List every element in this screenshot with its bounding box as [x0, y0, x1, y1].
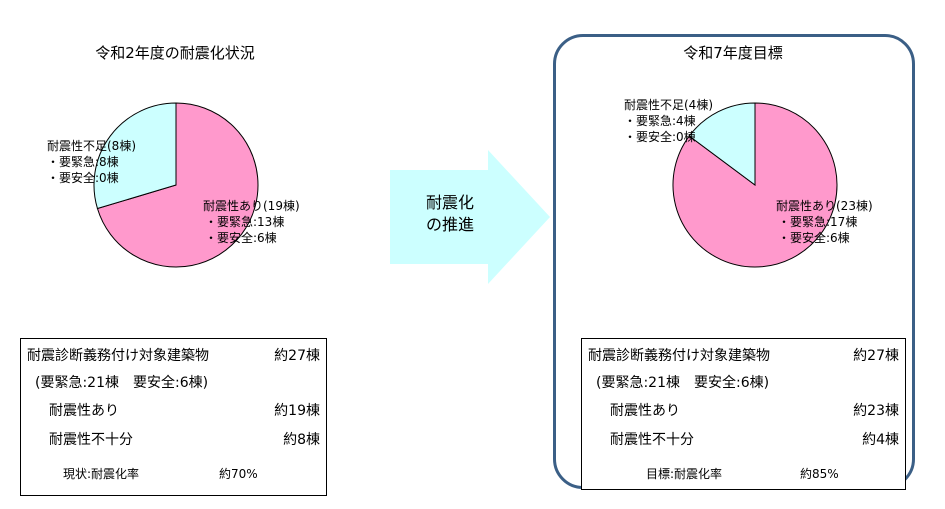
arrow-text: 耐震化 の推進 — [425, 193, 474, 234]
right-pie-slice-unsafe — [688, 102, 756, 186]
right-title: 令和7年度目標 — [683, 44, 783, 62]
left-row3-label: 耐震性あり — [49, 403, 119, 419]
right-row4-value: 約4棟 — [862, 432, 899, 448]
left-row4-value: 約8棟 — [283, 432, 320, 448]
right-row1-label: 耐震診断義務付け対象建築物 — [588, 348, 770, 364]
arrow-shape — [390, 150, 550, 284]
right-footer-value: 約85% — [800, 467, 839, 481]
right-unsafe-label: 耐震性不足(4棟) ・要緊急:4棟 ・要安全:0棟 — [624, 98, 713, 144]
left-row1-label: 耐震診断義務付け対象建築物 — [27, 348, 209, 364]
left-title: 令和2年度の耐震化状況 — [95, 44, 255, 62]
left-safe-label: 耐震性あり(19棟) ・要緊急:13棟 ・要安全:6棟 — [203, 199, 300, 245]
left-footer-label: 現状:耐震化率 — [63, 467, 140, 481]
right-pie-slice-safe — [672, 102, 838, 268]
left-pie-slice-unsafe — [93, 102, 177, 210]
left-unsafe-label: 耐震性不足(8棟) ・要緊急:8棟 ・要安全:0棟 — [47, 139, 136, 185]
progress-arrow — [390, 150, 550, 284]
right-footer-label: 目標:耐震化率 — [646, 467, 723, 481]
left-row1-value: 約27棟 — [274, 348, 320, 364]
right-row1-value: 約27棟 — [853, 348, 899, 364]
right-row3-value: 約23棟 — [853, 403, 899, 419]
left-footer-value: 約70% — [219, 467, 258, 481]
right-row4-label: 耐震性不十分 — [610, 432, 694, 448]
left-pie-chart — [93, 102, 259, 268]
left-pie-slice-safe — [96, 102, 259, 268]
right-pie-chart — [672, 102, 838, 268]
right-summary-box: 耐震診断義務付け対象建築物 約27棟 (要緊急:21棟 要安全:6棟) 耐震性あ… — [581, 338, 906, 490]
left-row2: (要緊急:21棟 要安全:6棟) — [35, 375, 209, 391]
right-safe-label: 耐震性あり(23棟) ・要緊急:17棟 ・要安全:6棟 — [776, 199, 873, 245]
left-row3-value: 約19棟 — [274, 403, 320, 419]
left-row4-label: 耐震性不十分 — [49, 432, 133, 448]
left-summary-box: 耐震診断義務付け対象建築物 約27棟 (要緊急:21棟 要安全:6棟) 耐震性あ… — [20, 338, 327, 496]
right-row3-label: 耐震性あり — [610, 403, 680, 419]
right-row2: (要緊急:21棟 要安全:6棟) — [596, 375, 770, 391]
